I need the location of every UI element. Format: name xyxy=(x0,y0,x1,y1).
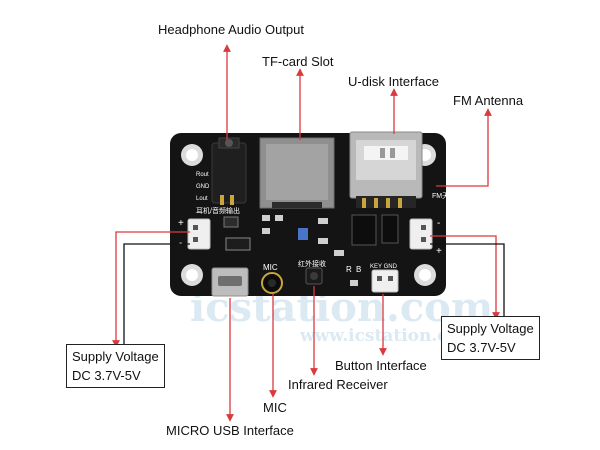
tf-card-slot-icon xyxy=(259,137,335,209)
silk-mic: MIC xyxy=(263,263,278,272)
ground-lines xyxy=(123,243,505,344)
button-connector-icon xyxy=(371,269,399,293)
watermark-url: www.icstation.com xyxy=(300,326,477,346)
supply-voltage-left-box: Supply Voltage DC 3.7V-5V xyxy=(66,344,165,388)
ground-line-left xyxy=(123,243,190,344)
silk-left-plus: + xyxy=(178,218,184,229)
label-u-disk-interface: U-disk Interface xyxy=(348,74,440,89)
micro-usb-port-icon xyxy=(211,267,249,297)
label-button-interface: Button Interface xyxy=(335,358,427,373)
supply-right-line2: DC 3.7V-5V xyxy=(447,340,516,355)
supply-left-line1: Supply Voltage xyxy=(72,349,159,364)
silk-rout: Rout xyxy=(196,172,209,178)
label-micro-usb-interface: MICRO USB Interface xyxy=(166,423,294,438)
silk-lout: Lout xyxy=(196,196,208,202)
supply-right-line1: Supply Voltage xyxy=(447,321,534,336)
ground-line-right xyxy=(430,243,505,316)
silk-right-plus: + xyxy=(436,246,442,257)
silk-r: R xyxy=(346,265,352,274)
silk-earphone: 耳机/音频输出 xyxy=(196,206,240,215)
supply-voltage-right-box: Supply Voltage DC 3.7V-5V xyxy=(441,316,540,360)
microphone-icon xyxy=(261,272,283,294)
headphone-jack-icon xyxy=(211,137,247,205)
silk-right-minus: - xyxy=(437,218,440,229)
leader-supply-left xyxy=(112,231,190,348)
smd-components xyxy=(223,214,399,286)
left-power-connector-icon xyxy=(187,218,211,250)
silk-key-gnd: KEY GND xyxy=(370,264,398,270)
right-power-connector-icon xyxy=(409,218,433,250)
label-fm-antenna: FM Antenna xyxy=(453,93,524,108)
mounting-hole-icon xyxy=(181,144,203,166)
silk-fm: FM天线 xyxy=(432,191,456,200)
label-headphone-output: Headphone Audio Output xyxy=(158,22,305,37)
label-infrared-receiver: Infrared Receiver xyxy=(288,377,388,392)
mounting-hole-icon xyxy=(414,264,436,286)
label-mic: MIC xyxy=(263,400,287,415)
silkscreen-text: Rout GND Lout 耳机/音频输出 FM天线 MIC 红外接收 R B … xyxy=(178,172,456,274)
label-tf-card-slot: TF-card Slot xyxy=(262,54,334,69)
silk-ir: 红外接收 xyxy=(298,259,326,268)
supply-left-line2: DC 3.7V-5V xyxy=(72,368,141,383)
leader-fm-antenna xyxy=(436,108,492,187)
mounting-hole-icon xyxy=(181,264,203,286)
silk-gnd: GND xyxy=(196,184,210,190)
infrared-receiver-icon xyxy=(305,267,323,285)
usb-a-port-icon xyxy=(349,131,423,208)
leader-supply-right xyxy=(430,235,500,320)
leader-lines xyxy=(112,44,500,422)
silk-b: B xyxy=(356,265,361,274)
